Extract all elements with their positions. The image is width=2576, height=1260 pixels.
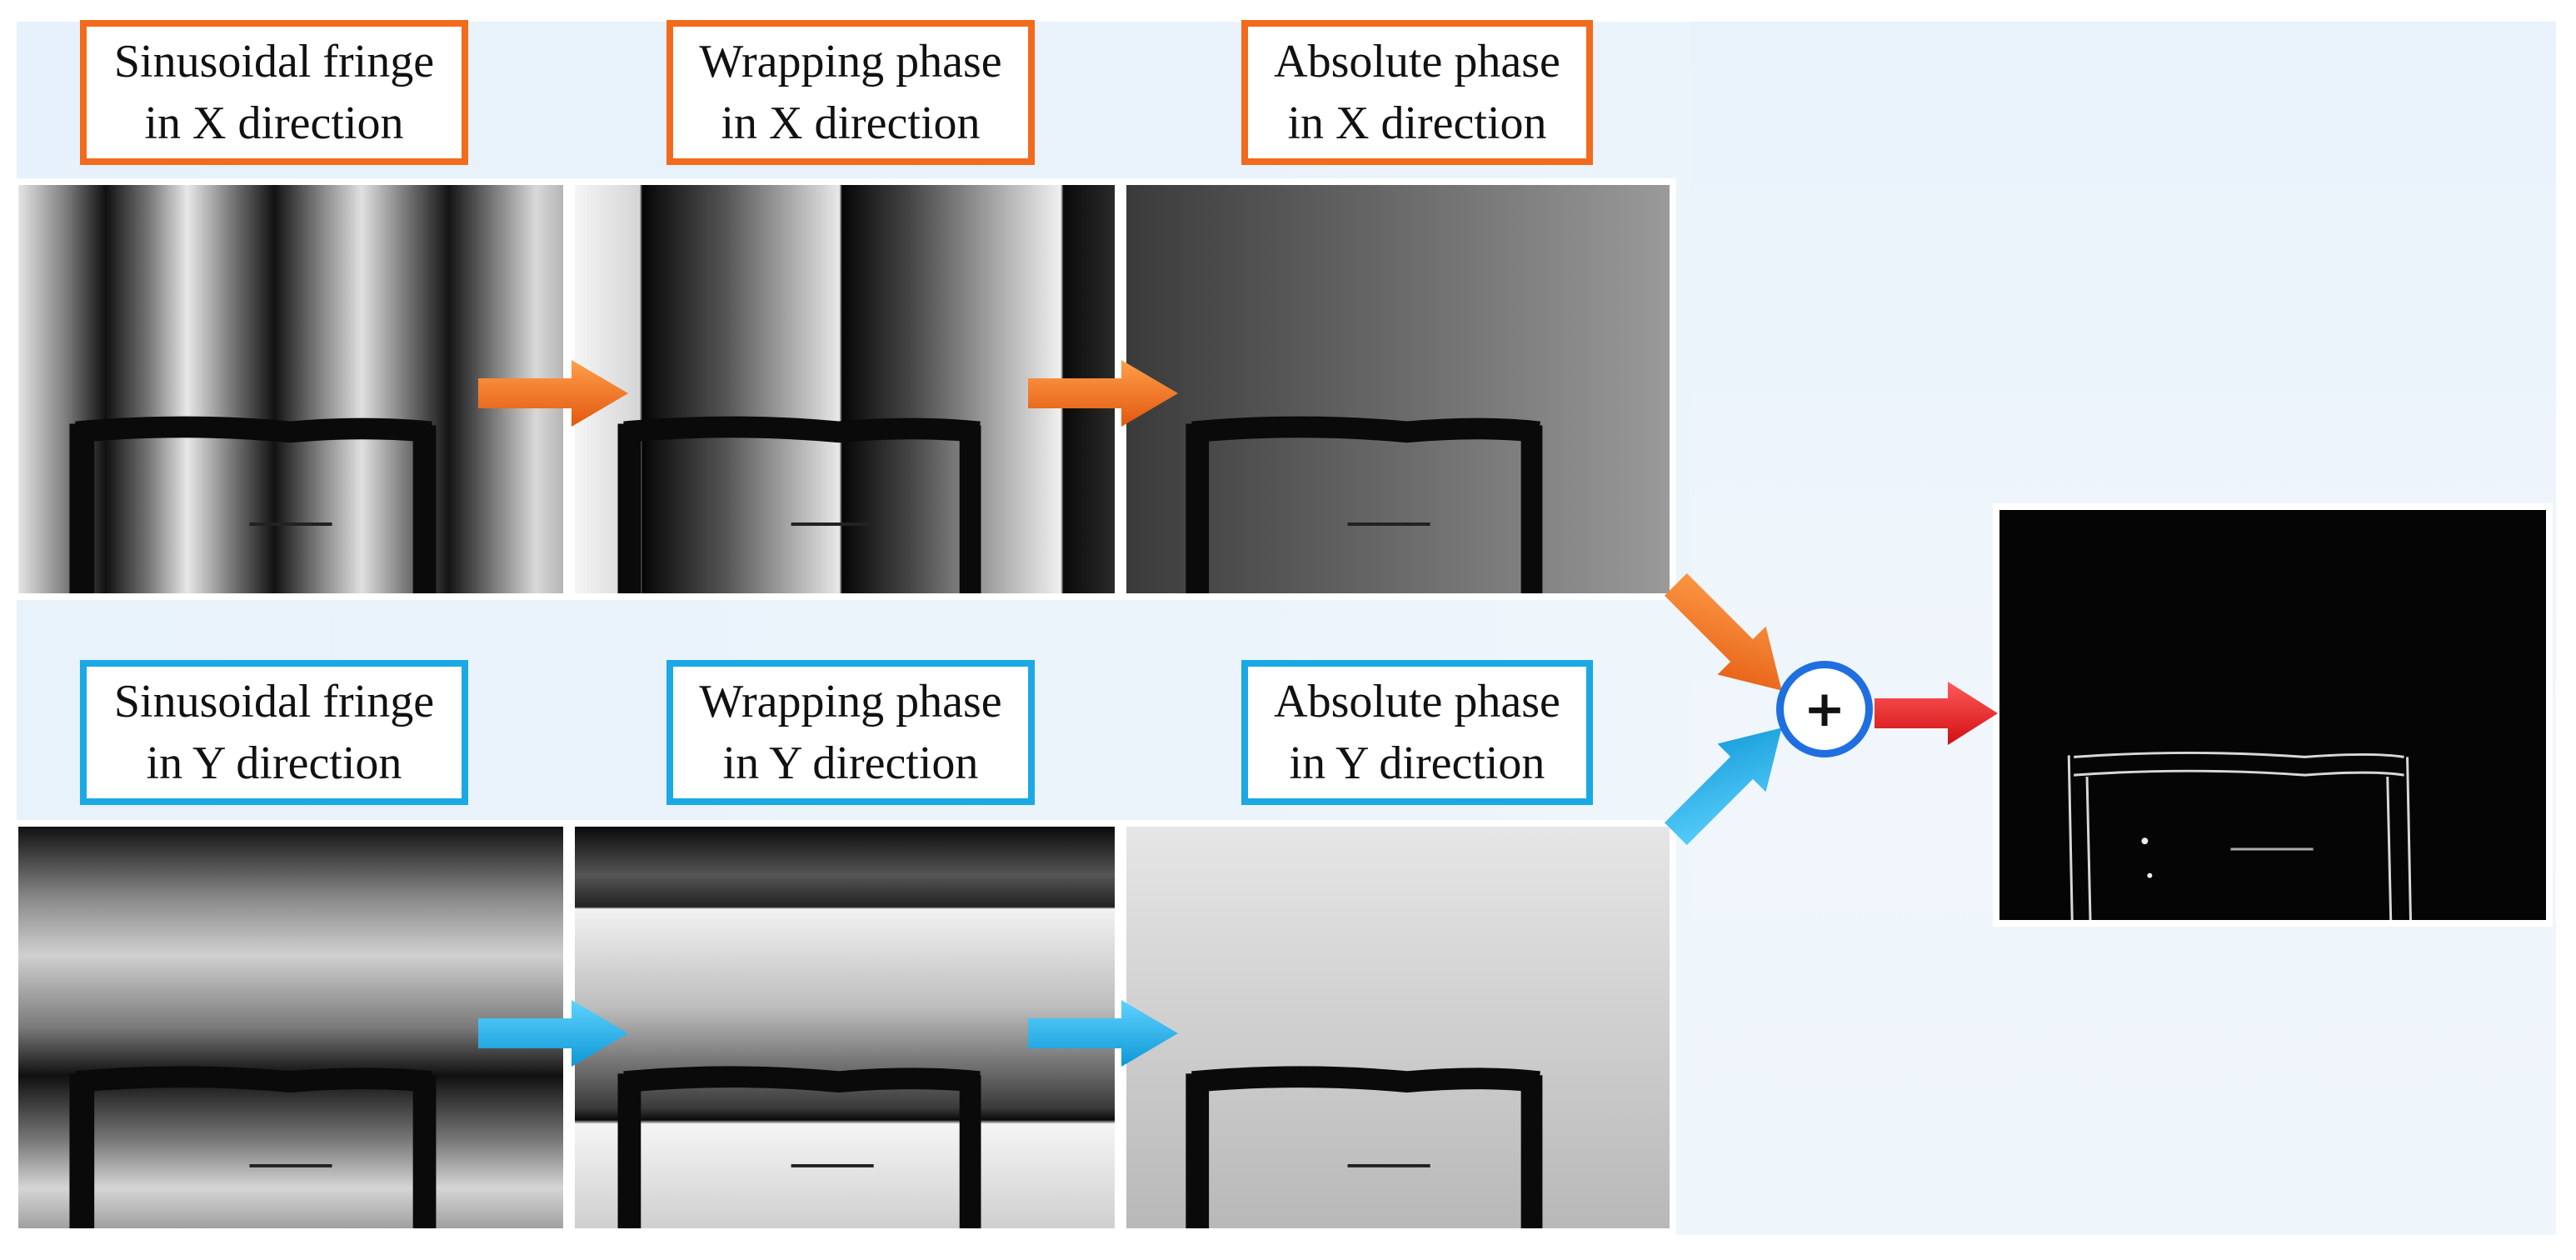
image-sinusoidal-fringe-y — [12, 820, 570, 1235]
label-line: Wrapping phase — [699, 36, 1002, 88]
label-absolute-phase-y: Absolute phase in Y direction — [1241, 660, 1593, 805]
cyan-right-arrow-icon — [1028, 1000, 1178, 1067]
label-line: in X direction — [721, 98, 981, 149]
label-sinusoidal-fringe-x: Sinusoidal fringe in X direction — [80, 20, 468, 165]
label-line: in Y direction — [146, 738, 402, 789]
image-sinusoidal-fringe-x — [12, 178, 570, 600]
label-line: Absolute phase — [1274, 676, 1560, 728]
plus-circle-icon: + — [1776, 661, 1873, 758]
label-line: in Y direction — [1289, 738, 1545, 789]
red-right-arrow-icon — [1875, 682, 1998, 745]
orange-right-arrow-icon — [1028, 360, 1178, 427]
label-line: in X direction — [144, 98, 404, 149]
label-wrapping-phase-y: Wrapping phase in Y direction — [666, 660, 1035, 805]
plus-symbol: + — [1803, 680, 1846, 738]
orange-right-arrow-icon — [478, 360, 628, 427]
label-absolute-phase-x: Absolute phase in X direction — [1241, 20, 1593, 165]
label-line: in Y direction — [722, 738, 979, 789]
image-absolute-phase-x — [1120, 178, 1676, 600]
label-sinusoidal-fringe-y: Sinusoidal fringe in Y direction — [80, 660, 468, 805]
label-line: Wrapping phase — [699, 676, 1002, 728]
orange-diagonal-arrow-icon — [1658, 567, 1800, 708]
label-line: Absolute phase — [1274, 36, 1560, 88]
label-line: in X direction — [1287, 98, 1547, 149]
label-wrapping-phase-x: Wrapping phase in X direction — [666, 20, 1035, 165]
image-absolute-phase-y — [1120, 820, 1676, 1235]
label-line: Sinusoidal fringe — [113, 676, 435, 728]
image-combined-result — [1993, 503, 2553, 927]
label-line: Sinusoidal fringe — [113, 36, 435, 88]
cyan-right-arrow-icon — [478, 1000, 628, 1067]
cyan-diagonal-arrow-icon — [1658, 710, 1800, 852]
